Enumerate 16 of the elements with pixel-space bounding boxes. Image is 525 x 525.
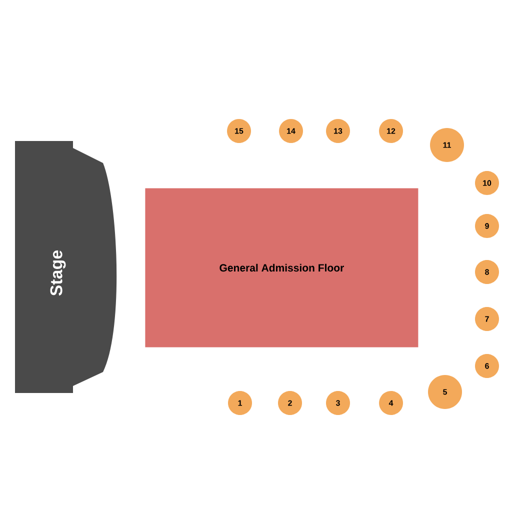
seat-table: 12: [379, 119, 403, 143]
seat-table: 3: [326, 391, 350, 415]
floor-section: General Admission Floor: [145, 188, 418, 348]
seat-table: 10: [475, 171, 499, 195]
seat-table: 6: [475, 354, 499, 378]
seat-table: 2: [278, 391, 302, 415]
seat-table: 14: [279, 119, 303, 143]
seat-table: 15: [227, 119, 251, 143]
seat-table: 5: [428, 375, 462, 409]
seat-table: 8: [475, 260, 499, 284]
seat-table: 4: [379, 391, 403, 415]
seat-table: 9: [475, 214, 499, 238]
seat-table: 11: [430, 128, 464, 162]
seat-table: 13: [326, 119, 350, 143]
seat-table: 7: [475, 307, 499, 331]
seat-table: 1: [228, 391, 252, 415]
